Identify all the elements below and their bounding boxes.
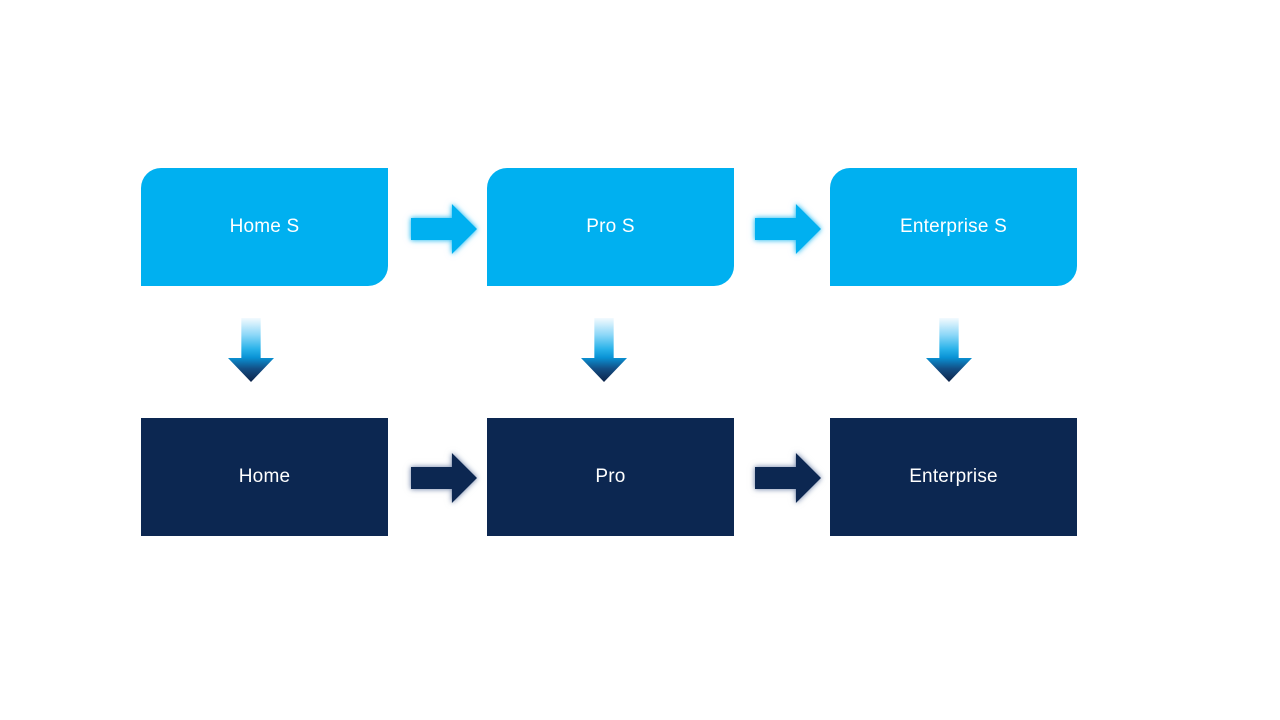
node-pro-s-label: Pro S — [586, 216, 635, 237]
node-home-label: Home — [238, 466, 291, 487]
right-arrow-icon — [755, 204, 821, 254]
node-enterprise-label: Enterprise — [909, 466, 998, 487]
node-home: Home — [141, 418, 388, 536]
right-arrow-shape — [755, 453, 821, 503]
right-arrow-shape — [411, 204, 477, 254]
right-arrow-icon — [411, 453, 477, 503]
right-arrow-shape — [755, 204, 821, 254]
node-enterprise-s: Enterprise S — [830, 168, 1077, 286]
right-arrow-icon — [755, 453, 821, 503]
node-enterprise: Enterprise — [830, 418, 1077, 536]
down-arrow-icon — [581, 318, 627, 382]
right-arrow-shape — [411, 453, 477, 503]
node-pro-label: Pro — [595, 466, 626, 487]
down-arrow-icon — [228, 318, 274, 382]
node-enterprise-s-label: Enterprise S — [900, 216, 1007, 237]
node-pro-s: Pro S — [487, 168, 734, 286]
right-arrow-icon — [411, 204, 477, 254]
node-home-s: Home S — [141, 168, 388, 286]
node-home-s-label: Home S — [229, 216, 300, 237]
node-pro: Pro — [487, 418, 734, 536]
down-arrow-icon — [926, 318, 972, 382]
